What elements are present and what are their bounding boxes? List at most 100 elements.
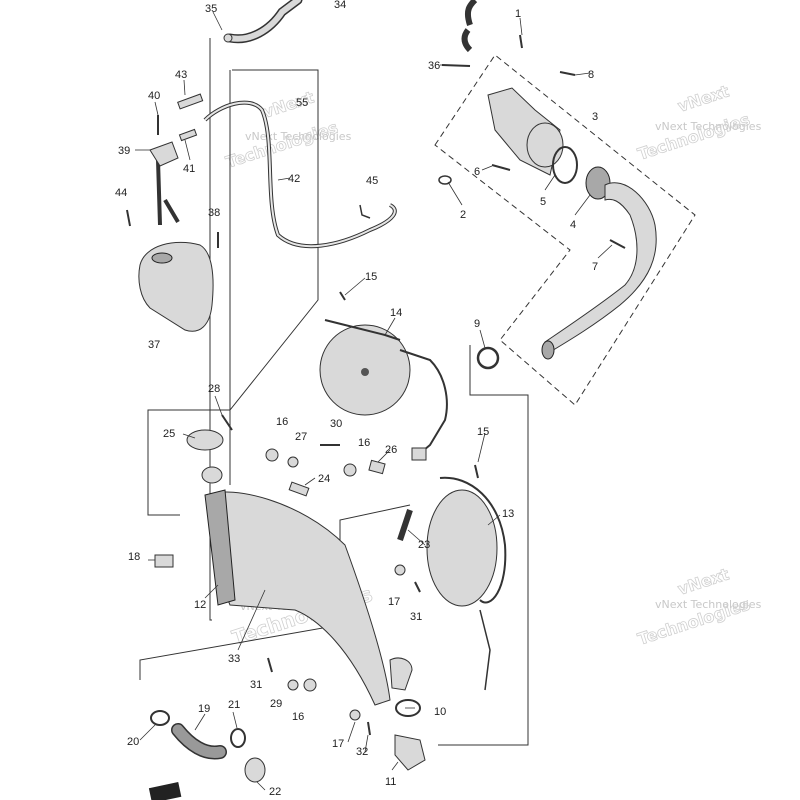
callout-24: 24 [318,473,330,485]
callout-19: 19 [198,703,210,715]
fan-bracket-14 [324,319,401,341]
lower-hoses[interactable] [150,291,479,783]
sensor-18 [154,554,174,568]
callout-28: 28 [208,383,220,395]
callout-15-right: 15 [477,426,489,438]
clamp-10 [395,699,421,717]
fan-harness-14 [399,349,448,456]
water-pump-assembly[interactable] [438,0,657,370]
fan-connector-14 [411,447,427,461]
collar-16a [265,448,279,462]
coolant-reservoir[interactable] [138,93,214,332]
bolt-6 [491,164,511,171]
grommet-27 [287,456,299,468]
callout-6: 6 [474,166,480,178]
callout-45: 45 [366,175,378,187]
clamp-22 [244,757,266,783]
callout-23: 23 [418,539,430,551]
callout-34: 34 [334,0,346,11]
collar-16c [303,678,317,692]
callout-29: 29 [270,698,282,710]
pipe-end [541,340,555,360]
bolt-28 [221,414,233,431]
callout-41: 41 [183,163,195,175]
callout-2: 2 [460,209,466,221]
hose-clamp-9 [476,346,500,370]
upper-hose[interactable] [223,0,303,44]
callout-25: 25 [163,428,175,440]
radiator-assembly[interactable] [186,429,413,706]
nut-17b [349,709,361,721]
callout-55: 55 [296,97,308,109]
fan-harness-13 [479,609,491,691]
callout-5: 5 [540,196,546,208]
radiator-side-tank [204,489,236,606]
leader-lines [135,11,613,791]
callout-35: 35 [205,3,217,15]
coolant-pipe-3 [544,182,657,353]
reservoir-group-outline [209,38,212,621]
hose-11 [394,734,426,771]
callout-40: 40 [148,90,160,102]
corner-logo-fragment [148,782,182,800]
callout-31-b: 31 [410,611,422,623]
watermark-right-sub: vNext Technologies [655,120,762,133]
callout-16-c: 16 [292,711,304,723]
callout-17-a: 17 [388,596,400,608]
reservoir-cap [151,252,173,264]
callout-37: 37 [148,339,160,351]
callout-14: 14 [390,307,402,319]
callout-27: 27 [295,431,307,443]
overflow-tube[interactable] [203,100,397,249]
reservoir-tank [138,241,214,332]
watermark-top-word: Technologies [223,118,340,172]
callout-10: 10 [434,706,446,718]
thermostat-housing-flange [526,122,564,168]
callout-3: 3 [592,111,598,123]
callout-11: 11 [385,776,396,788]
fan-motor-upper[interactable] [319,319,448,461]
hose-fitting-43 [177,93,204,110]
clamp-21 [230,728,246,748]
callout-36: 36 [428,60,440,72]
water-pump-group-outline[interactable] [434,54,696,406]
grommet-24 [288,481,310,497]
watermark-right-low-sub: vNext Technologies [655,598,762,611]
radiator-cap-25 [186,429,224,451]
callout-30: 30 [330,418,342,430]
bolt-31b [414,581,421,593]
callout-16-b: 16 [358,437,370,449]
watermark-right-word: Technologies [635,110,752,164]
bolt-15b [474,464,479,479]
hose-23 [397,509,413,541]
reservoir-hose [156,159,180,226]
callout-18: 18 [128,551,140,563]
callout-13: 13 [502,508,514,520]
callout-1: 1 [515,8,521,20]
o-ring-5 [552,146,578,184]
hose-clamp-35 [223,33,233,43]
callout-39: 39 [118,145,130,157]
grommet-29 [287,679,299,691]
fan-bracket-13 [439,476,507,604]
bolt-8 [559,71,576,76]
assembly-outlines [139,38,696,746]
callout-labels: 1 2 3 4 5 6 7 8 9 10 11 12 13 14 15 15 1… [115,0,598,798]
callout-15-upper: 15 [365,271,377,283]
watermark-right: vNext [675,81,731,115]
bolt-31a [267,657,273,673]
callout-44: 44 [115,187,127,199]
callout-21: 21 [228,699,240,711]
clip-45 [359,204,371,219]
callout-17-b: 17 [332,738,344,750]
callout-32: 32 [356,746,368,758]
fan-motor-lower[interactable] [426,476,507,691]
fan-hub-14 [361,368,369,376]
radiator-outlet [389,657,413,691]
radiator-core-12 [208,491,391,706]
overflow-tube-inner [204,101,396,248]
collar-16b [343,463,357,477]
radiator-filler-neck [201,466,223,484]
bolt-15a [339,291,346,301]
